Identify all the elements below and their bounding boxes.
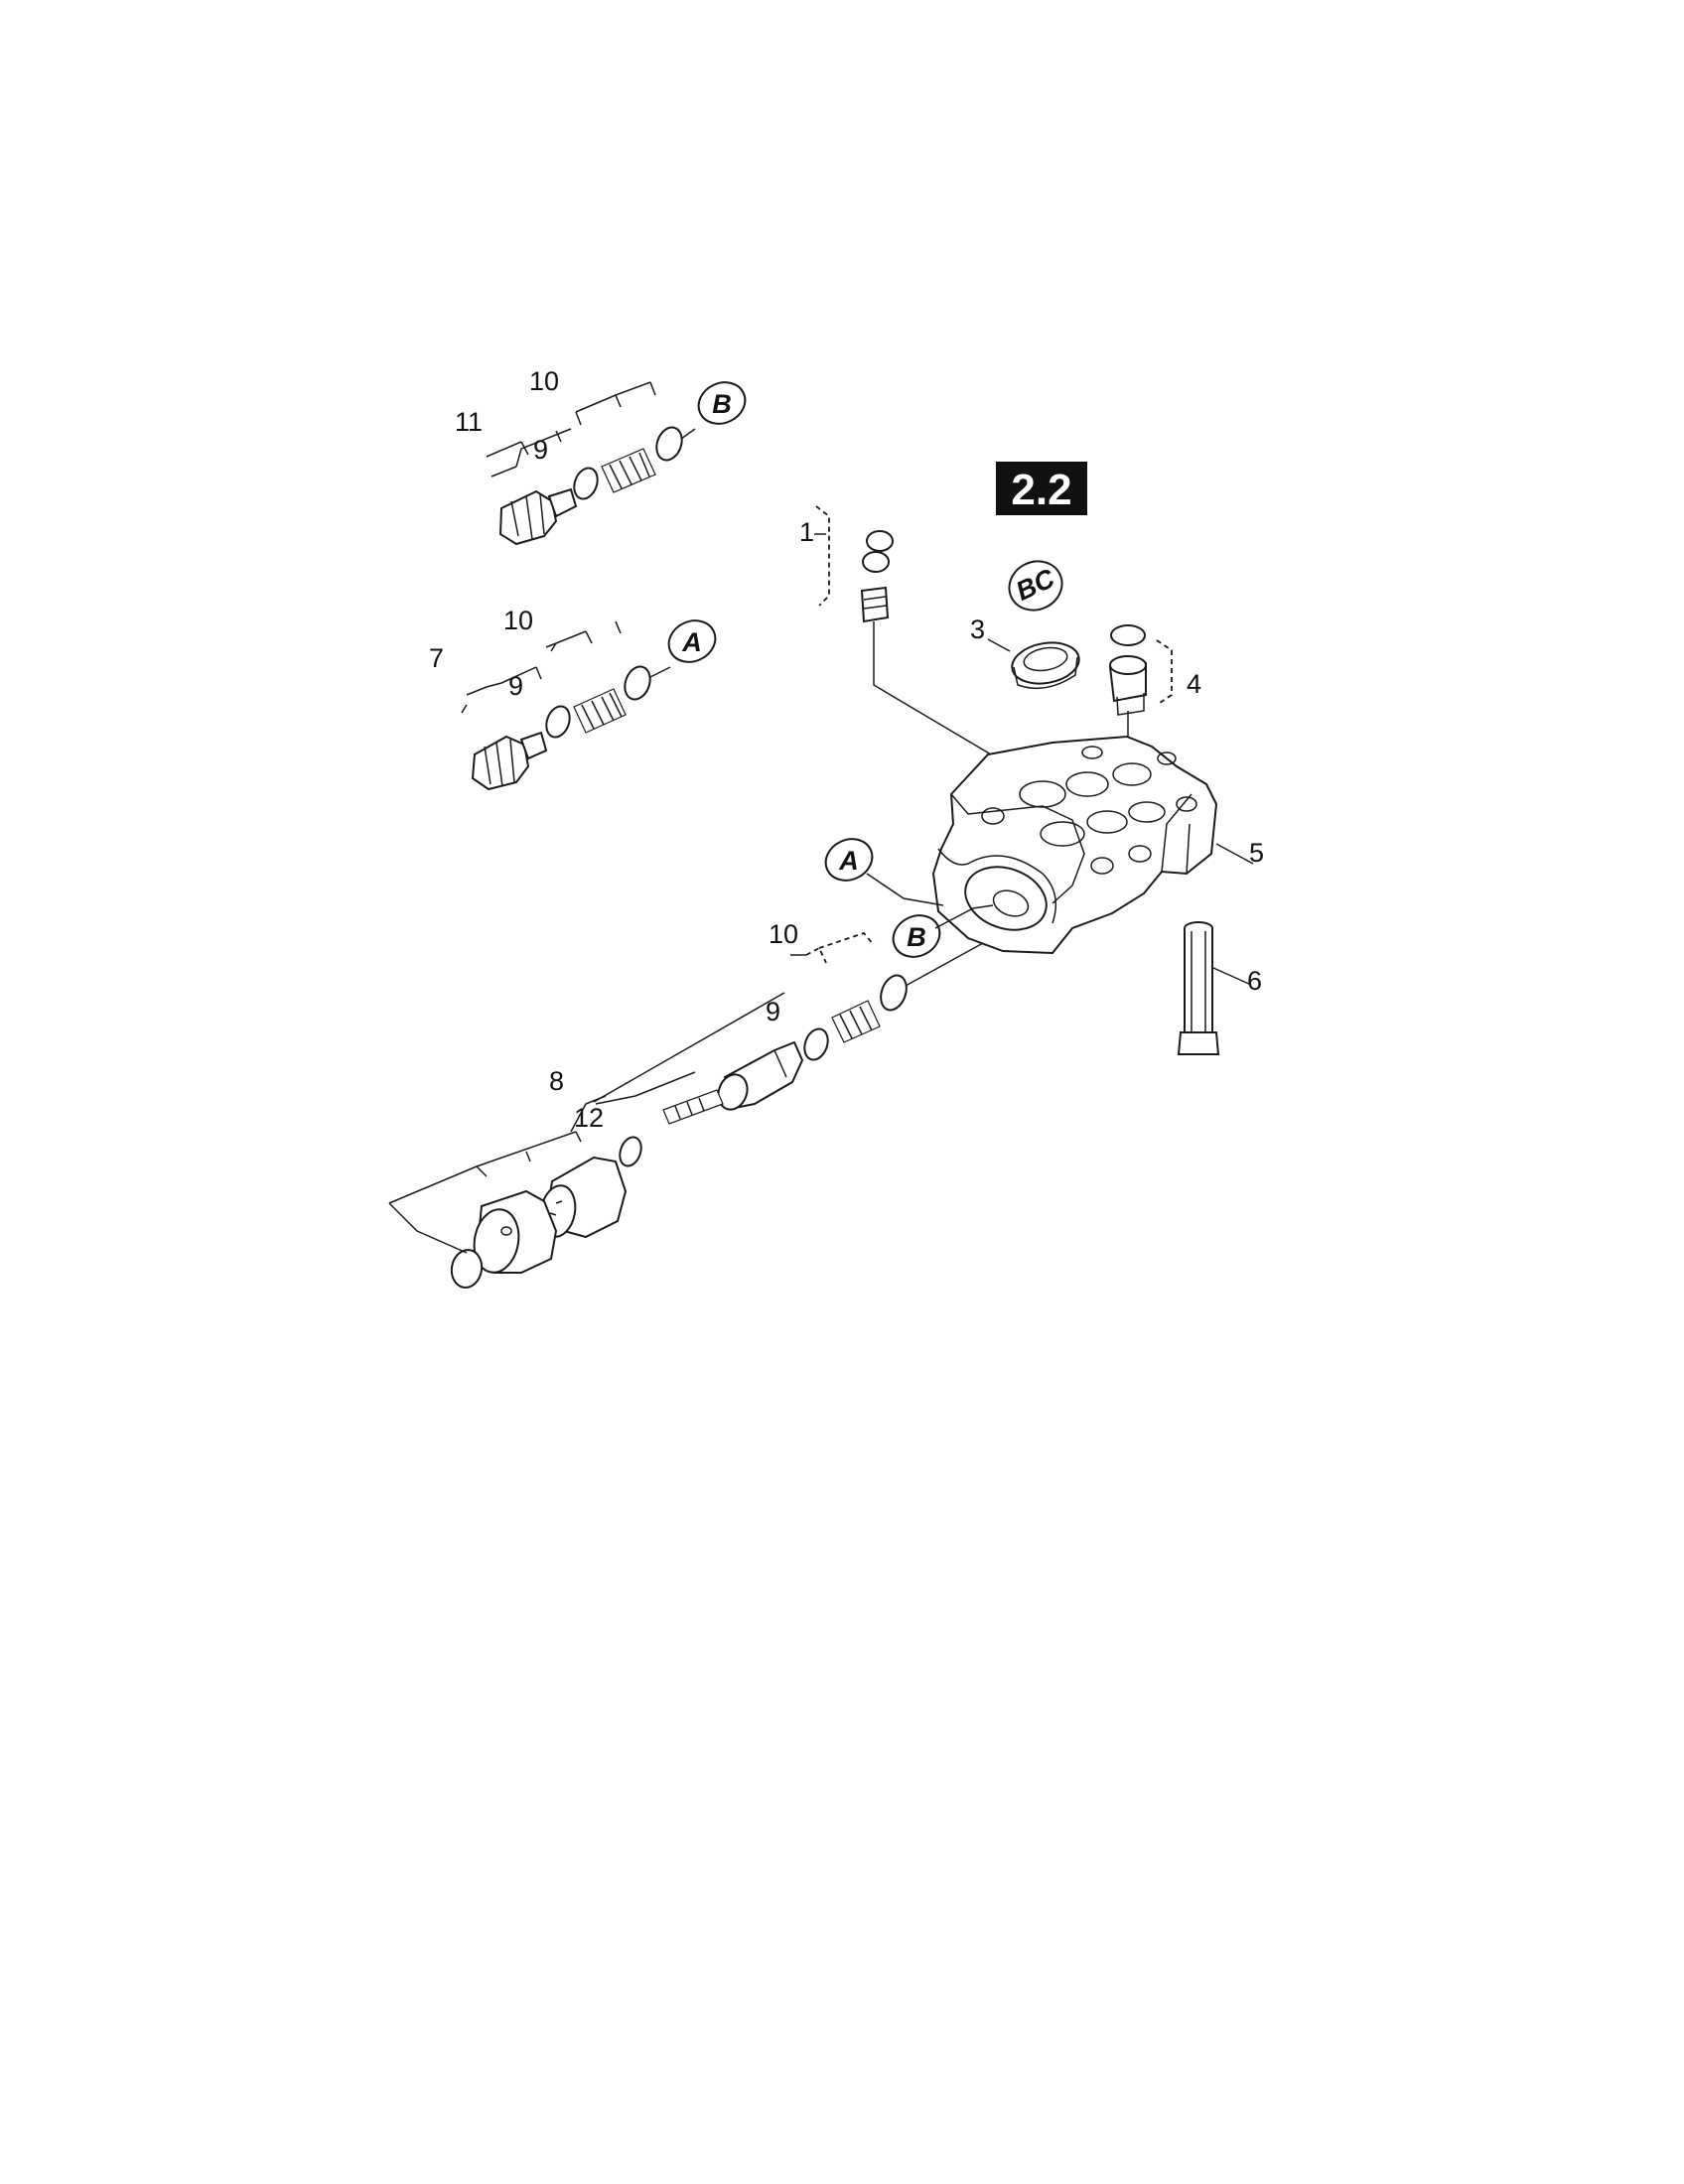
- callout-3: 3: [970, 614, 985, 644]
- callout-labels: 1 3 4 5 6 7 8 9 9 9 10 10 10 11 12: [429, 366, 1264, 1133]
- section-badge-label: 2.2: [1011, 466, 1071, 514]
- valve-spring-10-low: [831, 1000, 881, 1043]
- o-ring-9-low: [803, 1027, 829, 1061]
- end-cover: [473, 1189, 558, 1274]
- valve-seat-1: [860, 586, 890, 623]
- callout-1: 1: [799, 517, 814, 547]
- o-ring-10-mid: [624, 665, 651, 701]
- callout-5: 5: [1249, 838, 1264, 868]
- o-ring-10-top: [655, 426, 683, 462]
- valve-part-4: [1108, 624, 1173, 764]
- upper-valve-assembly: [486, 381, 747, 546]
- small-disk: [450, 1249, 484, 1289]
- callout-7: 7: [429, 643, 444, 673]
- callout-9-mid: 9: [508, 671, 523, 701]
- o-ring-10-low: [880, 974, 908, 1012]
- o-ring-4: [1110, 624, 1146, 646]
- tag-b-top: [697, 381, 747, 425]
- callout-10-top: 10: [529, 366, 559, 396]
- lower-valve-assembly: [388, 931, 984, 1289]
- piston: [717, 1040, 804, 1111]
- tag-a-body: [824, 838, 874, 882]
- o-ring-9-top: [573, 467, 599, 500]
- tag-bc: [1008, 560, 1063, 612]
- valve-stem: [662, 1089, 724, 1125]
- valve-spring-10-top: [601, 448, 656, 493]
- section-badge: 2.2: [996, 462, 1087, 515]
- middle-valve-assembly: [461, 619, 717, 791]
- cap-nut: [539, 1156, 628, 1239]
- callout-8: 8: [549, 1066, 564, 1096]
- callout-10-low: 10: [769, 919, 798, 949]
- valve-spring-10-mid: [573, 688, 627, 734]
- callout-10-mid: 10: [503, 606, 533, 635]
- o-ring-12: [619, 1136, 642, 1167]
- seal-part-3: [987, 638, 1080, 690]
- callout-4: 4: [1187, 669, 1201, 699]
- o-ring-9-mid: [545, 705, 571, 739]
- tag-a-body-label: A: [838, 846, 859, 876]
- body-tags: [824, 838, 994, 958]
- plug-part-7: [471, 731, 548, 791]
- callout-9-low: 9: [766, 997, 780, 1026]
- callout-12: 12: [574, 1103, 604, 1133]
- tag-b-body-label: B: [907, 922, 926, 952]
- tag-a-mid: [667, 619, 717, 663]
- bolt-part-6: [1177, 921, 1252, 1055]
- tag-b-top-label: B: [712, 389, 732, 419]
- plug-part-11: [498, 487, 578, 546]
- callout-11: 11: [455, 407, 483, 437]
- o-ring-1b: [862, 551, 890, 573]
- manifold-body-part-5: [931, 735, 1254, 955]
- tag-a-mid-label: A: [681, 627, 702, 657]
- o-ring-1a: [866, 530, 894, 552]
- callout-6: 6: [1247, 966, 1262, 996]
- callout-9-top: 9: [533, 435, 548, 465]
- part-1-kit: [814, 505, 992, 755]
